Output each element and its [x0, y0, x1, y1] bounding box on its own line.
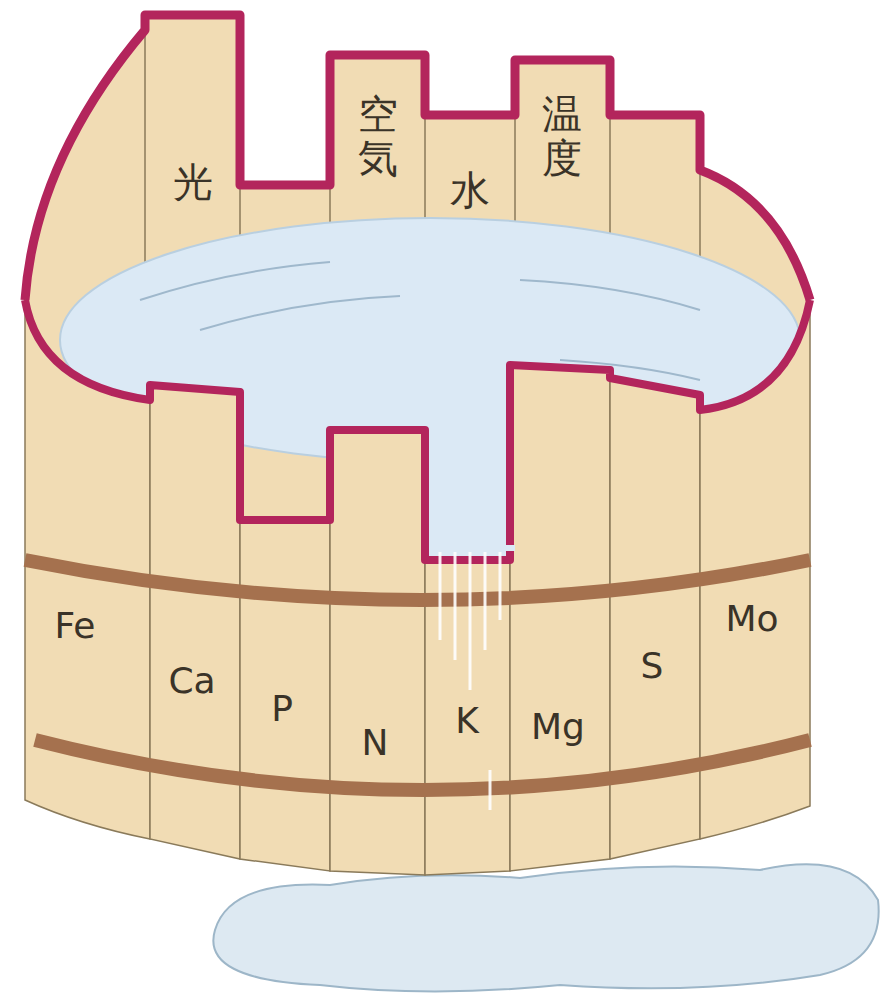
puddle: [213, 864, 878, 991]
front-staves: [25, 300, 810, 875]
stave-label: Ca: [168, 660, 215, 701]
stave-label: 空気: [358, 92, 398, 180]
stave-label: N: [362, 722, 389, 763]
stave-label: K: [455, 700, 479, 741]
stave-label: Mo: [725, 598, 778, 639]
stave-label: S: [641, 645, 664, 686]
stave-label: 水: [450, 168, 490, 212]
stave-tops: [25, 300, 810, 560]
hoop: [25, 560, 810, 600]
stave-label: 温度: [542, 92, 582, 180]
hoop: [35, 740, 810, 790]
leak-streams: [440, 552, 500, 810]
water-ripples: [140, 262, 700, 380]
overflow: [430, 545, 515, 551]
stave-label: Mg: [531, 706, 585, 747]
stave-label: P: [271, 688, 293, 729]
stave-label: 光: [173, 160, 213, 204]
stave-label: Fe: [55, 605, 96, 646]
